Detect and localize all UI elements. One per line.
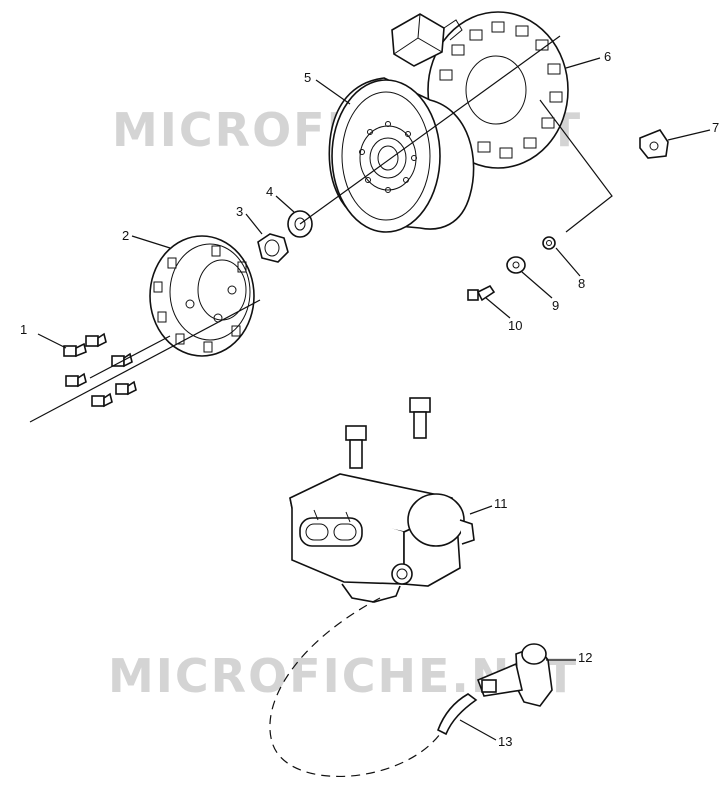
cdi-bolt-left[interactable] bbox=[345, 425, 367, 469]
flywheel[interactable] bbox=[328, 77, 475, 233]
mounting-screws[interactable] bbox=[63, 332, 137, 408]
callout-8: 8 bbox=[578, 276, 585, 291]
flywheel-nut[interactable] bbox=[257, 233, 289, 263]
wire-clip[interactable] bbox=[639, 129, 669, 159]
callout-11: 11 bbox=[494, 496, 508, 511]
callout-12: 12 bbox=[578, 650, 592, 665]
spark-plug-cap[interactable] bbox=[476, 643, 553, 707]
flat-washer[interactable] bbox=[506, 256, 526, 274]
cdi-module[interactable] bbox=[289, 473, 475, 603]
stator-screw[interactable] bbox=[467, 284, 496, 302]
assembly-centerlines bbox=[29, 35, 613, 777]
callout-9: 9 bbox=[552, 298, 559, 313]
callout-4: 4 bbox=[266, 184, 273, 199]
callout-5: 5 bbox=[304, 70, 311, 85]
lock-washer[interactable] bbox=[542, 236, 556, 250]
callout-7: 7 bbox=[712, 120, 719, 135]
cdi-bolt-right[interactable] bbox=[409, 397, 431, 439]
callout-3: 3 bbox=[236, 204, 243, 219]
starter-cup[interactable] bbox=[149, 235, 255, 357]
callout-13: 13 bbox=[498, 734, 512, 749]
callout-6: 6 bbox=[604, 49, 611, 64]
callout-2: 2 bbox=[122, 228, 129, 243]
callout-labels: 1 2 3 4 5 6 7 8 9 10 11 12 13 bbox=[20, 49, 719, 749]
callout-10: 10 bbox=[508, 318, 522, 333]
callout-1: 1 bbox=[20, 322, 27, 337]
callout-leaders bbox=[37, 57, 711, 741]
high-tension-lead[interactable] bbox=[436, 693, 478, 736]
